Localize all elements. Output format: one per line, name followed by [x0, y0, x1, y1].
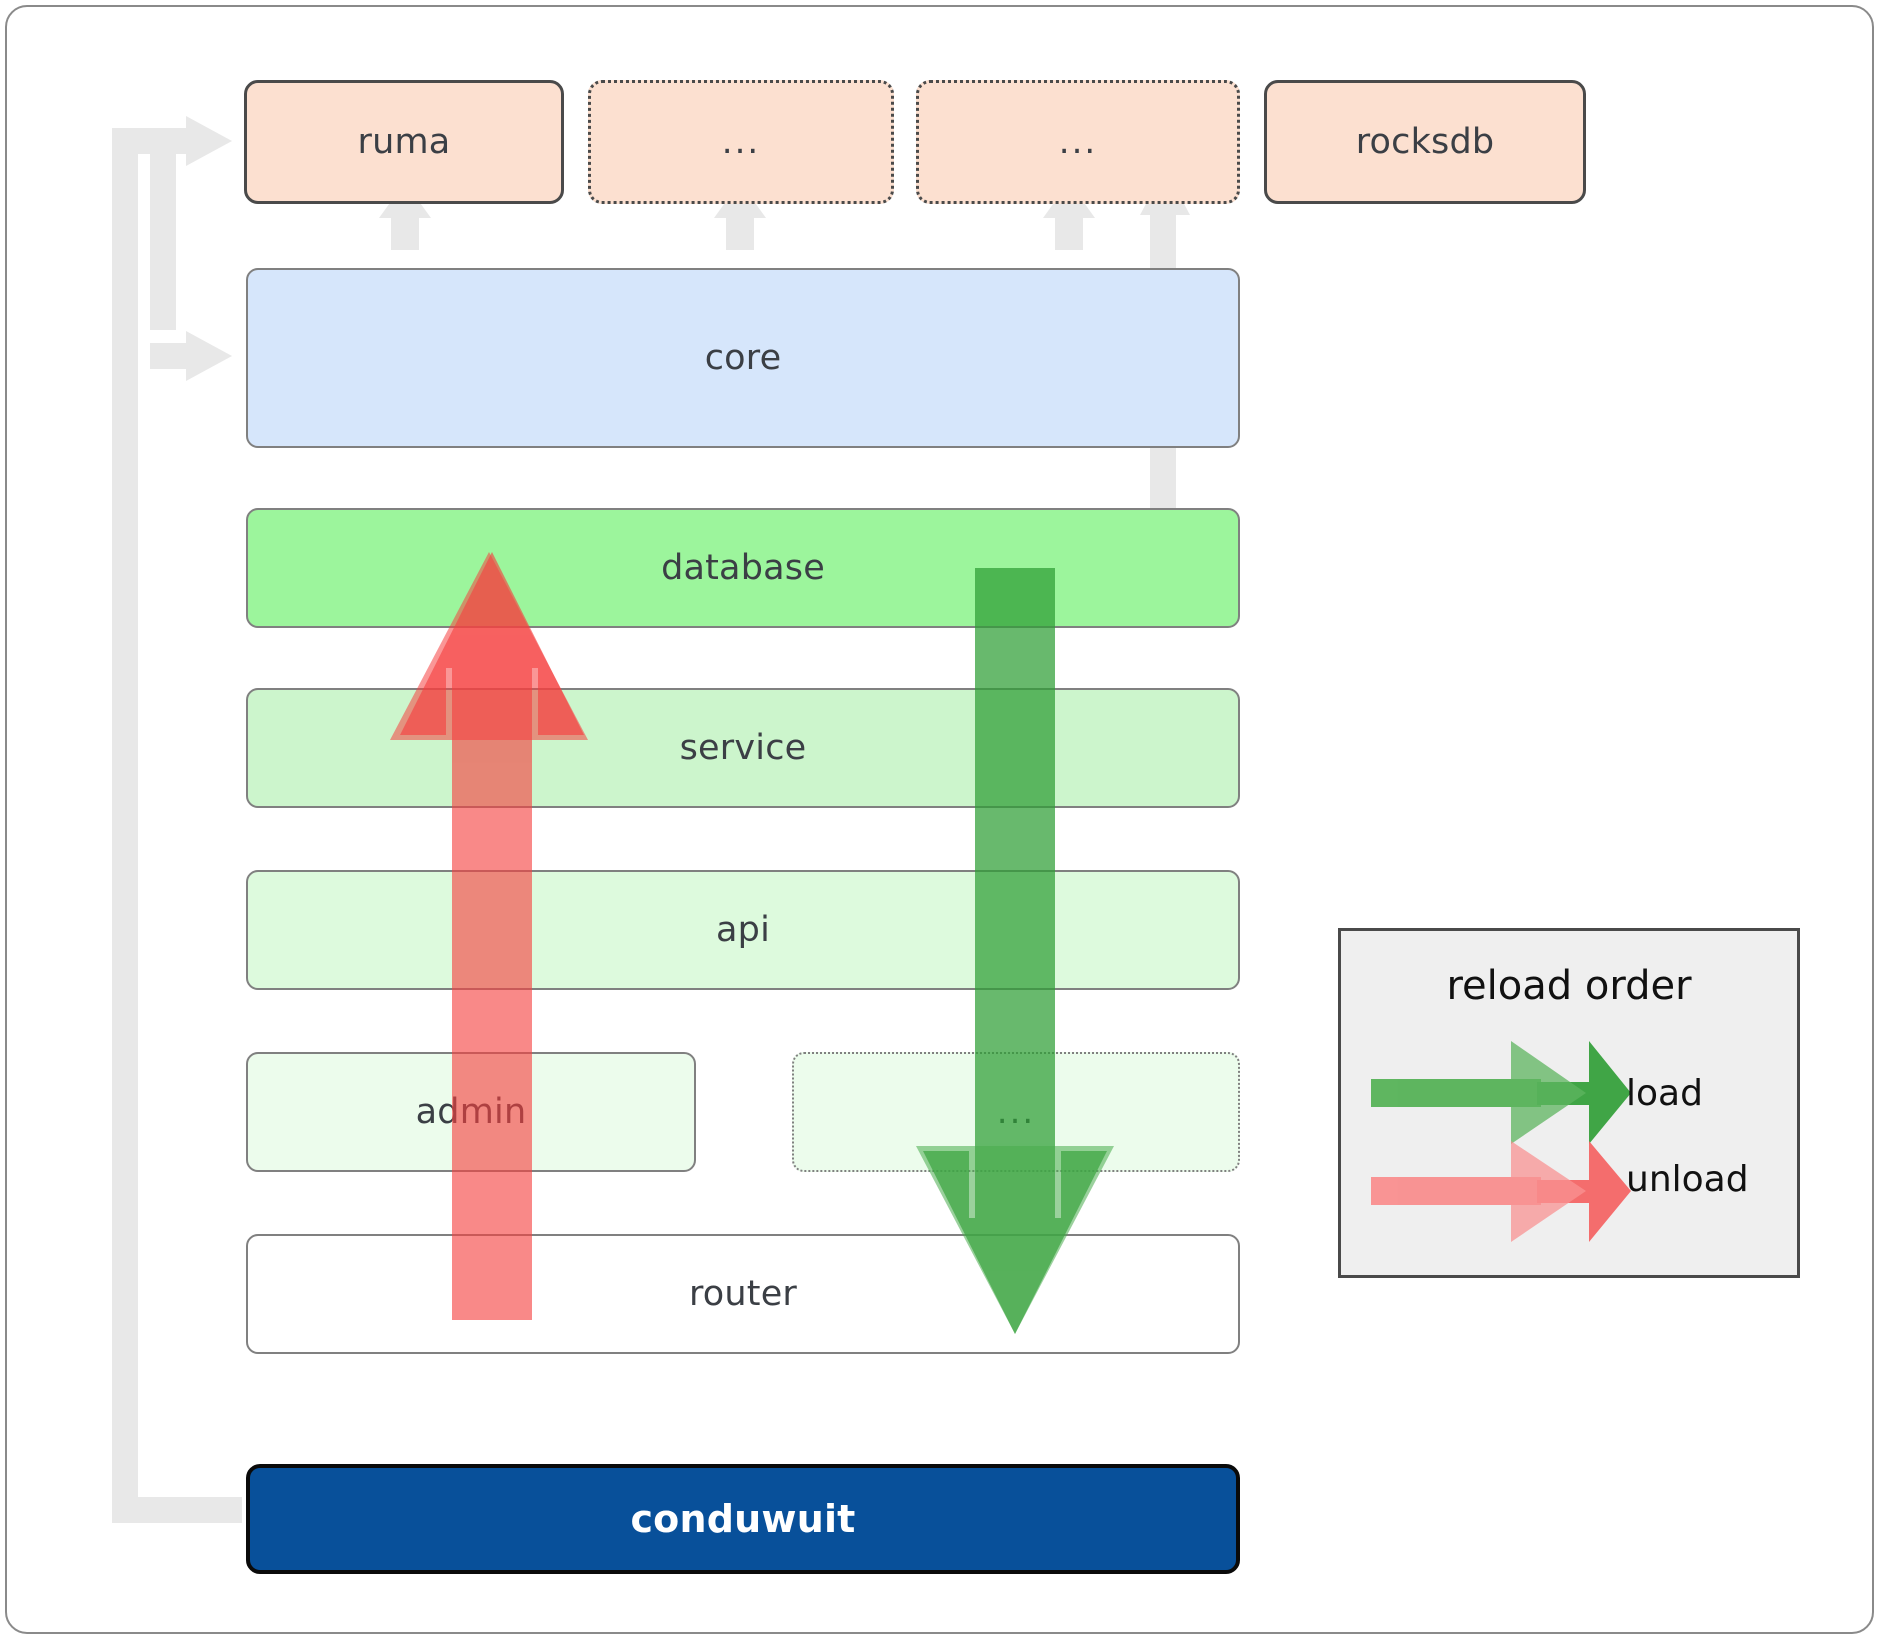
legend-label-load: load [1626, 1073, 1703, 1114]
layer-node-database[interactable]: database [246, 508, 1240, 628]
legend-unload-head-outline [1511, 1141, 1586, 1242]
legend-unload-arrow [1371, 1141, 1631, 1242]
connector-branch-core-vertical [150, 128, 176, 330]
legend-panel: reload order load unload [1338, 928, 1800, 1278]
legend-load-head-outline [1511, 1041, 1586, 1144]
unload-flow-arrow-head-overlay [390, 552, 588, 740]
core-to-dependency-arrows [379, 182, 1095, 250]
legend-arrow-layer [1371, 1041, 1631, 1242]
load-flow-arrow-head-overlay [916, 1146, 1114, 1334]
load-arrow-shaft [975, 568, 1055, 1248]
legend-load-arrow [1371, 1041, 1631, 1144]
layer-node-router[interactable]: router [246, 1234, 1240, 1354]
legend-title: reload order [1446, 963, 1692, 1009]
unload-arrow-shaft [452, 640, 532, 1320]
connector-arrowhead-ruma [186, 116, 232, 166]
dependency-node-rocksdb[interactable]: rocksdb [1264, 80, 1586, 204]
connector-trunk-vertical [112, 128, 138, 1523]
arrow-core-to-dep3 [1043, 182, 1095, 250]
connector-rocksdb-stub [1150, 212, 1176, 242]
dependency-node-ellipsis-2[interactable]: ... [916, 80, 1240, 204]
connector-arrowhead-core [186, 331, 232, 381]
layer-node-core[interactable]: core [246, 268, 1240, 448]
layer-node-api[interactable]: api [246, 870, 1240, 990]
arrow-core-to-dep2 [714, 182, 766, 250]
arrow-core-to-ruma [379, 182, 431, 250]
legend-label-unload: unload [1626, 1159, 1749, 1200]
